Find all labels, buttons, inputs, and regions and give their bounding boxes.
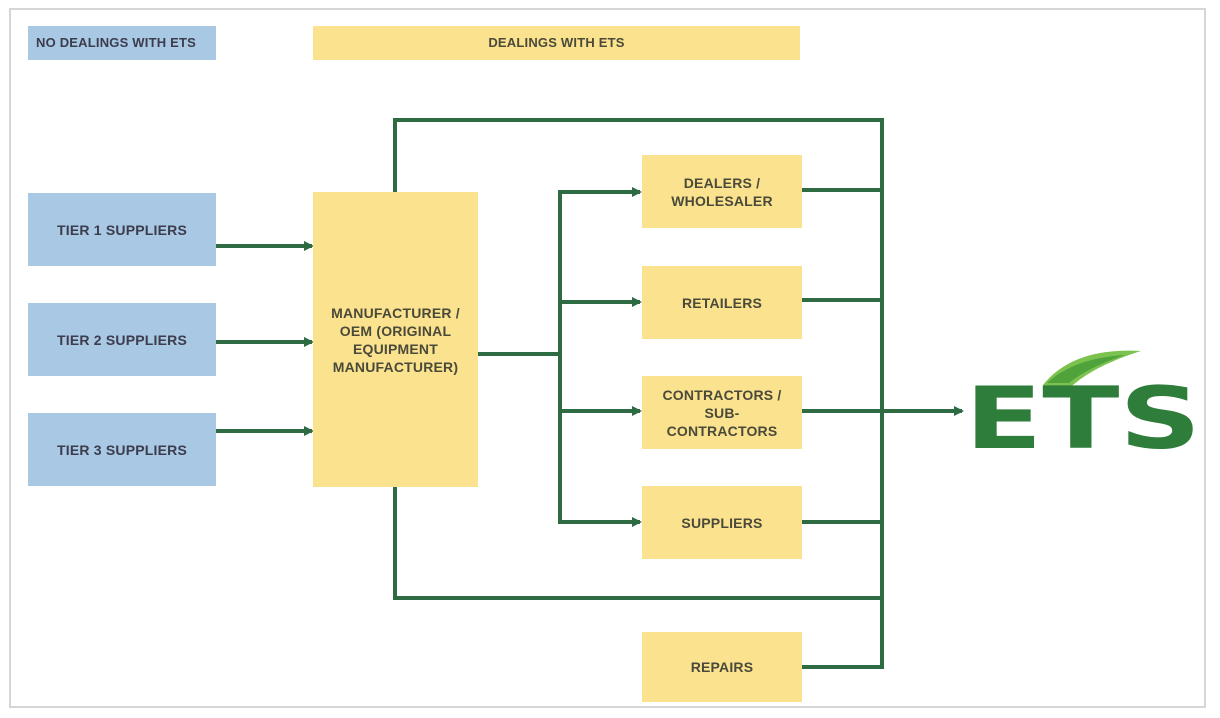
contractors-label: CONTRACTORS / SUB-CONTRACTORS (662, 386, 782, 439)
repairs-box: REPAIRS (642, 632, 802, 702)
tier2-suppliers-box: TIER 2 SUPPLIERS (28, 303, 216, 376)
suppliers-box: SUPPLIERS (642, 486, 802, 559)
manufacturer-label: MANUFACTURER / OEM (ORIGINAL EQUIPMENT M… (331, 304, 460, 375)
tier3-suppliers-label: TIER 3 SUPPLIERS (56, 441, 187, 458)
manufacturer-box: MANUFACTURER / OEM (ORIGINAL EQUIPMENT M… (313, 192, 478, 487)
retailers-label: RETAILERS (681, 294, 763, 311)
connector-oem-bottom-loop (393, 487, 882, 600)
tier1-suppliers-label: TIER 1 SUPPLIERS (56, 221, 187, 238)
connector-oem-top-loop (393, 118, 882, 192)
legend-no-dealings-label: NO DEALINGS WITH ETS (36, 35, 196, 50)
tier3-suppliers-box: TIER 3 SUPPLIERS (28, 413, 216, 486)
tier1-suppliers-box: TIER 1 SUPPLIERS (28, 193, 216, 266)
tier2-suppliers-label: TIER 2 SUPPLIERS (56, 331, 187, 348)
repairs-label: REPAIRS (690, 659, 754, 675)
dealers-label: DEALERS / WHOLESALER (671, 174, 773, 209)
suppliers-label: SUPPLIERS (681, 514, 763, 531)
dealers-box: DEALERS / WHOLESALER (642, 155, 802, 228)
ets-logo: ETS (965, 350, 1201, 455)
legend-no-dealings: NO DEALINGS WITH ETS (28, 26, 216, 60)
contractors-box: CONTRACTORS / SUB-CONTRACTORS (642, 376, 802, 449)
legend-dealings: DEALINGS WITH ETS (313, 26, 800, 60)
retailers-box: RETAILERS (642, 266, 802, 339)
svg-text:ETS: ETS (965, 369, 1201, 455)
legend-dealings-label: DEALINGS WITH ETS (488, 35, 625, 50)
